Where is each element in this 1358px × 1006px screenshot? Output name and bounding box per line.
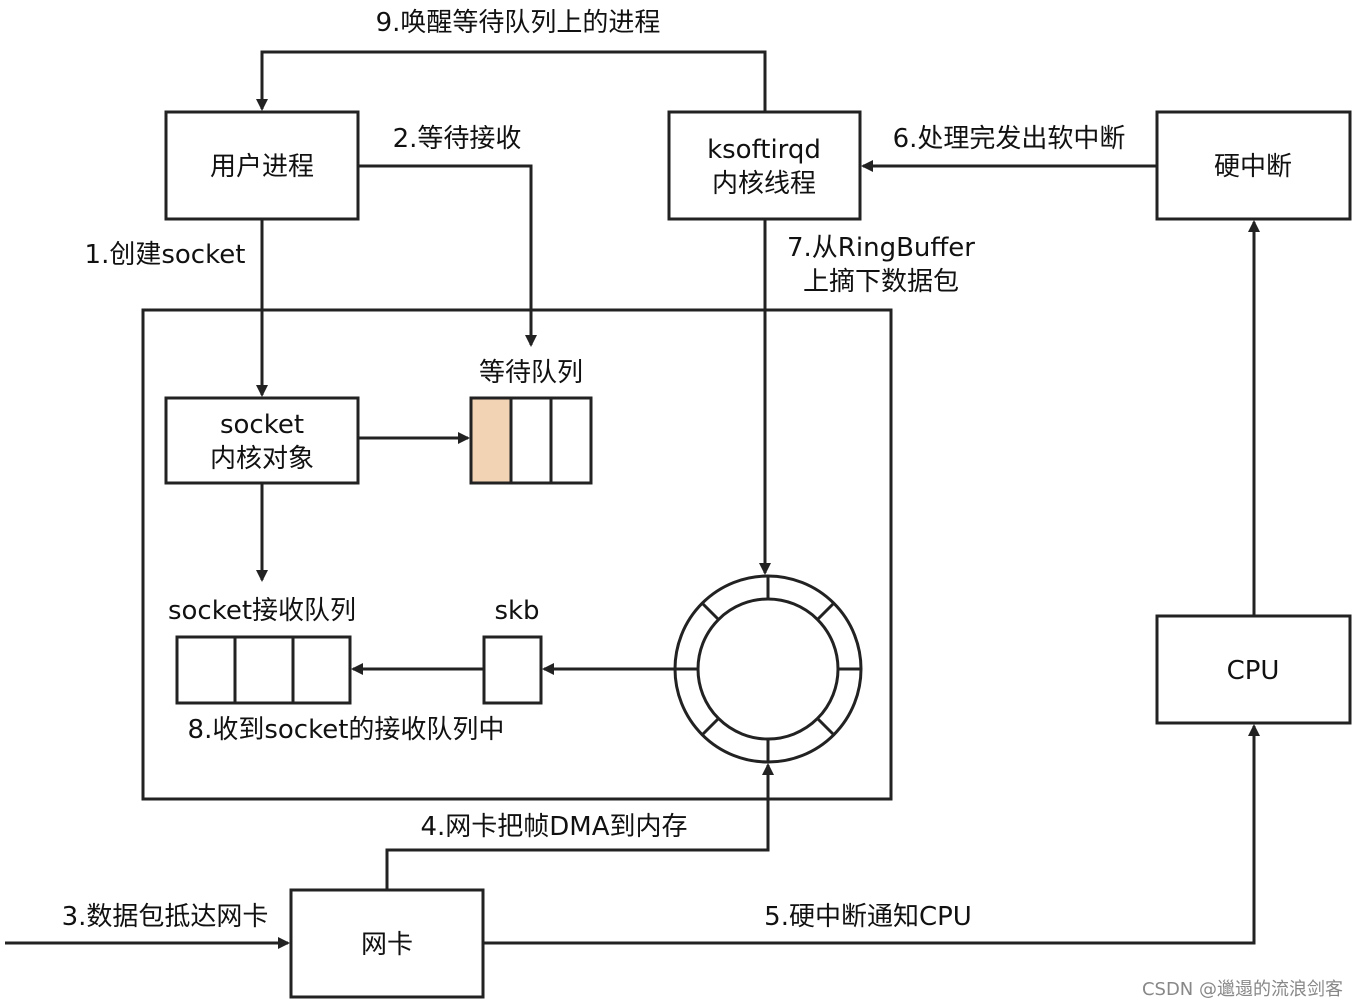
skb-box (482, 635, 543, 705)
watermark: CSDN @邋遢的流浪剑客 (1142, 979, 1343, 1000)
arrow-hard-irq-notify (483, 724, 1260, 945)
hard-irq-box (1155, 110, 1352, 221)
step3-label: 3.数据包抵达网卡 (62, 902, 269, 932)
step6-label: 6.处理完发出软中断 (893, 124, 1126, 154)
recv-queue-slot (175, 635, 237, 705)
socket-object-label: socket (220, 410, 304, 440)
ring-divider (816, 601, 836, 621)
step4-label: 4.网卡把帧DMA到内存 (420, 812, 687, 842)
socket-object-box (164, 396, 360, 485)
arrow-wakeup (256, 50, 767, 112)
step7-label-line2: 上摘下数据包 (803, 267, 959, 297)
wait-queue-slot (549, 396, 593, 485)
ring-divider (700, 601, 720, 621)
step7-label-line1: 7.从RingBuffer (787, 233, 975, 263)
step9-label: 9.唤醒等待队列上的进程 (376, 8, 661, 38)
cpu-box (1155, 614, 1352, 725)
wait-queue-slot (509, 396, 553, 485)
ring-divider (700, 717, 720, 737)
ksoftirqd-box (667, 110, 862, 221)
skb-title: skb (494, 596, 539, 626)
nic-box (289, 888, 485, 999)
arrow-wait-recv (358, 164, 537, 347)
user-process-box (164, 110, 360, 221)
step1-label: 1.创建socket (85, 240, 246, 270)
ksoftirqd-label: ksoftirqd (707, 135, 821, 165)
step8-label: 8.收到socket的接收队列中 (188, 715, 505, 745)
user-process-label: 用户进程 (210, 152, 314, 182)
wait-queue-slot-occupied (469, 396, 513, 485)
recv-queue (175, 635, 352, 705)
wait-queue-title: 等待队列 (479, 358, 583, 388)
step2-label: 2.等待接收 (393, 124, 522, 154)
ring-divider (816, 717, 836, 737)
kernel-thread-label: 内核线程 (712, 169, 816, 199)
hard-irq-label: 硬中断 (1214, 152, 1292, 182)
recv-queue-slot (291, 635, 352, 705)
wait-queue (469, 396, 593, 485)
recv-queue-slot (233, 635, 295, 705)
recv-queue-title: socket接收队列 (168, 596, 356, 626)
nic-label: 网卡 (361, 930, 413, 960)
arrow-dma (385, 763, 774, 890)
kernel-object-label: 内核对象 (210, 444, 314, 474)
cpu-label: CPU (1227, 656, 1280, 686)
step5-label: 5.硬中断通知CPU (764, 902, 972, 932)
ring-buffer (673, 574, 863, 764)
